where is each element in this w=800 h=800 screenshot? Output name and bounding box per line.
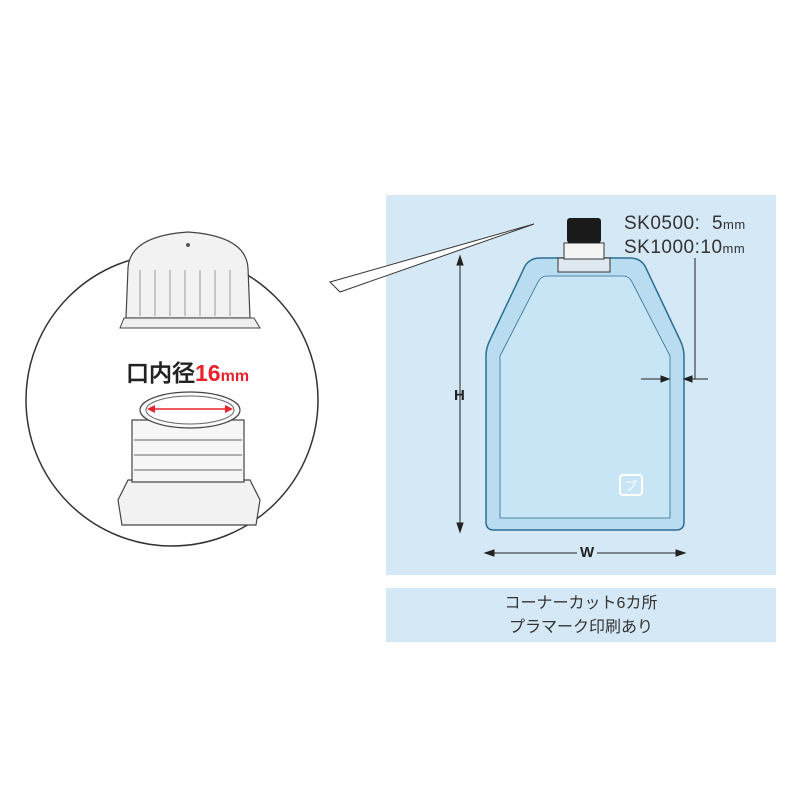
recycle-mark-icon: プ bbox=[619, 474, 643, 496]
feature-caption: コーナーカット6カ所 プラマーク印刷あり bbox=[386, 588, 776, 642]
cap-illustration bbox=[119, 231, 261, 329]
svg-text:プ: プ bbox=[625, 479, 637, 493]
pouch-bag: プ bbox=[485, 218, 685, 531]
bore-unit: mm bbox=[220, 368, 250, 385]
spec-value-sk0500: 5 bbox=[711, 213, 724, 234]
width-label: W bbox=[577, 544, 598, 561]
seal-width-spec: SK0500: 5mm SK1000:10mm bbox=[624, 212, 746, 260]
inner-diameter-label: 口内径16mm bbox=[126, 354, 249, 388]
bore-text: 口内径 bbox=[126, 360, 195, 386]
spout-cap bbox=[567, 218, 601, 243]
spec-unit: mm bbox=[723, 217, 746, 232]
spec-model-sk0500: SK0500: bbox=[624, 213, 701, 234]
height-label: H bbox=[454, 387, 465, 404]
spec-model-sk1000: SK1000: bbox=[624, 237, 701, 258]
caption-line-corner-cut: コーナーカット6カ所 bbox=[504, 595, 658, 612]
caption-line-pla-mark: プラマーク印刷あり bbox=[508, 619, 653, 636]
callout-pointer bbox=[329, 223, 535, 293]
spout-illustration bbox=[117, 391, 261, 526]
spec-unit: mm bbox=[722, 241, 746, 256]
bore-value: 16 bbox=[195, 360, 221, 386]
spec-value-sk1000: 10 bbox=[700, 237, 723, 258]
